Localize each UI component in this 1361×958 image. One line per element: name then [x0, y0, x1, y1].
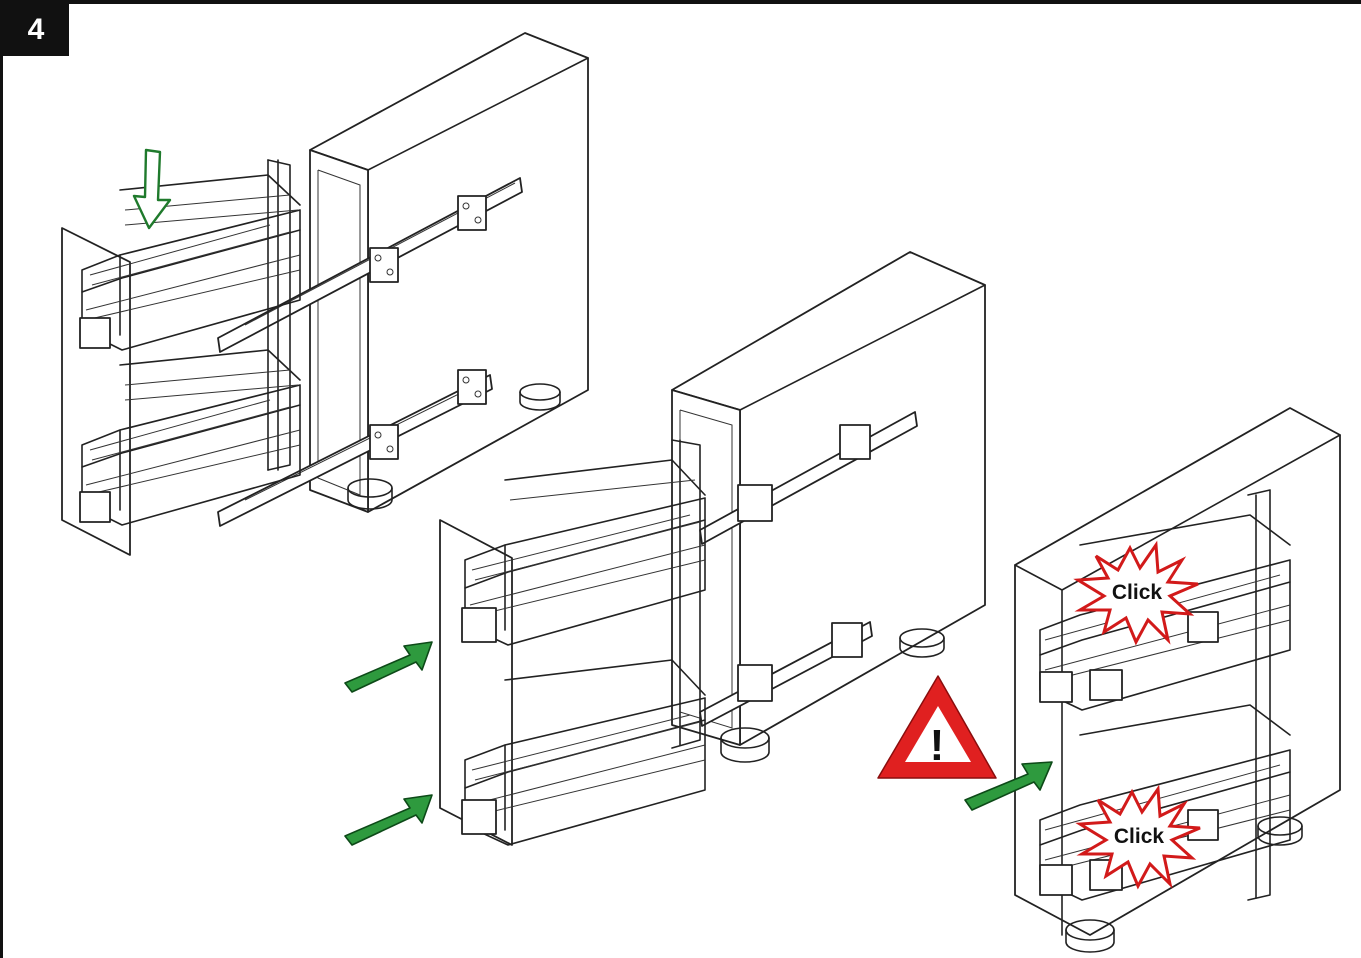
stage-1-unit-and-cabinet — [61, 32, 589, 556]
stage-2-insertion — [344, 251, 986, 846]
click-label-bottom: Click — [1114, 825, 1165, 848]
stage-3-installed: Click Click ! — [877, 407, 1341, 953]
pullout-unit-2 — [439, 439, 706, 846]
pullout-unit-1 — [61, 159, 301, 556]
click-burst-bottom: Click — [1075, 784, 1201, 890]
click-label-top: Click — [1112, 581, 1163, 604]
push-arrow-icon — [964, 761, 1053, 811]
insert-arrow-bottom-icon — [344, 794, 433, 846]
step-number-badge: 4 — [3, 4, 69, 56]
warning-sign: ! — [877, 675, 997, 779]
down-arrow-icon — [132, 148, 172, 230]
insert-arrow-top-icon — [344, 641, 433, 693]
click-burst-top: Click — [1073, 540, 1199, 646]
cabinet-1 — [217, 32, 589, 527]
starburst-bottom-icon — [1075, 784, 1201, 890]
warning-exclamation: ! — [930, 721, 945, 770]
cabinet-3 — [1014, 407, 1341, 953]
starburst-top-icon — [1073, 540, 1199, 646]
